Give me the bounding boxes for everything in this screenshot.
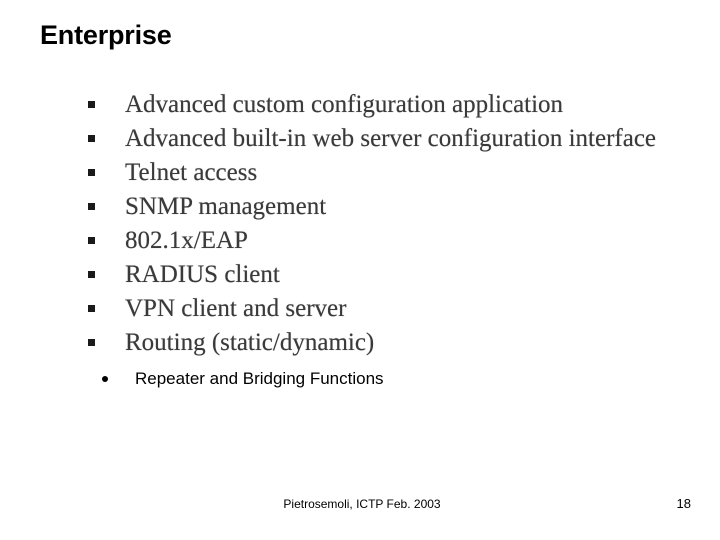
sub-bullet-list: Repeater and Bridging Functions xyxy=(100,366,384,392)
footer-credit: Pietrosemoli, ICTP Feb. 2003 xyxy=(283,497,441,511)
page-number: 18 xyxy=(676,496,691,511)
list-item: SNMP management xyxy=(88,190,698,224)
list-item-label: Advanced custom configuration applicatio… xyxy=(125,91,564,118)
list-item: Routing (static/dynamic) xyxy=(88,326,698,360)
list-item: Advanced built-in web server configurati… xyxy=(88,122,698,156)
square-bullet-icon xyxy=(88,101,95,108)
list-item: 802.1x/EAP xyxy=(88,224,698,258)
dot-bullet-icon xyxy=(102,376,108,382)
square-bullet-icon xyxy=(88,203,95,210)
square-bullet-icon xyxy=(88,305,95,312)
square-bullet-icon xyxy=(88,237,95,244)
list-item-label: RADIUS client xyxy=(125,261,280,288)
list-item-label: SNMP management xyxy=(125,193,327,220)
square-bullet-icon xyxy=(88,271,95,278)
list-item-label: Routing (static/dynamic) xyxy=(125,329,375,356)
list-item-label: 802.1x/EAP xyxy=(125,227,248,254)
list-item-label: VPN client and server xyxy=(125,295,347,322)
list-item-label: Repeater and Bridging Functions xyxy=(135,369,384,388)
page-title: Enterprise xyxy=(40,20,172,50)
list-item: Repeater and Bridging Functions xyxy=(100,366,384,392)
list-item: RADIUS client xyxy=(88,258,698,292)
square-bullet-icon xyxy=(88,169,95,176)
list-item: VPN client and server xyxy=(88,292,698,326)
list-item: Telnet access xyxy=(88,156,698,190)
bullet-list: Advanced custom configuration applicatio… xyxy=(88,88,698,360)
list-item-label: Advanced built-in web server configurati… xyxy=(125,125,657,152)
list-item-label: Telnet access xyxy=(125,159,258,186)
list-item: Advanced custom configuration applicatio… xyxy=(88,88,698,122)
square-bullet-icon xyxy=(88,135,95,142)
square-bullet-icon xyxy=(88,339,95,346)
